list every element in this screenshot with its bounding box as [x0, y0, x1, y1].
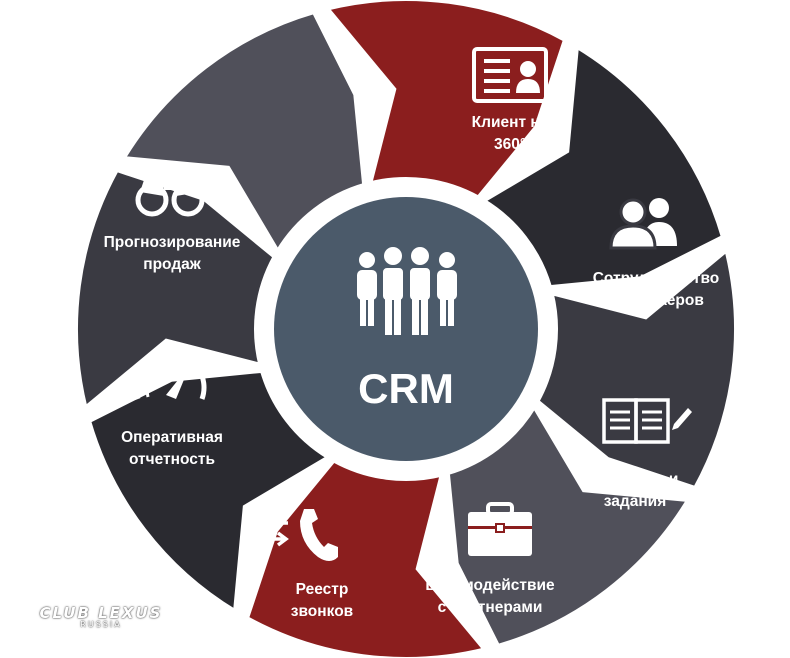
segment-label-line: продаж [143, 256, 202, 273]
segment-label: Прогнозирование продаж [104, 234, 241, 273]
center-title: CRM [358, 365, 454, 412]
segment-shape [74, 167, 278, 412]
segment-label-line: 360° [494, 136, 526, 153]
segment-label-line: Клиент на [472, 114, 549, 131]
segment-label-line: Реестр [296, 581, 349, 598]
speedometer-icon [133, 351, 207, 400]
watermark-sub: RUSSIA [80, 620, 122, 629]
segment-label-line: задания [604, 493, 667, 510]
center-hub: CRM [274, 197, 538, 461]
segment-3: Сотрудничество менеджеров [534, 198, 738, 491]
segment-label: Клиент на 360° [472, 114, 549, 153]
segment-label-line: с партнерами [438, 599, 543, 616]
segment-label-line: Сотрудничество [593, 270, 720, 287]
segment-label-line: звонков [291, 603, 353, 620]
segment-label-line: Прогнозирование [104, 234, 241, 251]
segment-label-line: Оперативная [121, 429, 223, 446]
segment-label: Взаимодействие с партнерами [425, 577, 555, 616]
binoculars-icon [135, 168, 205, 217]
segments-layer: УправлениезнаниямиКлиент на360°Сотруднич… [74, 0, 738, 658]
center-circle [274, 197, 538, 461]
managers-icon [609, 198, 677, 250]
segment-label: Контакты и задания [592, 471, 679, 510]
segment-shape [86, 368, 333, 615]
briefcase-icon [468, 502, 532, 556]
notebook-pen-icon [602, 398, 692, 444]
segment-label-line: отчетность [129, 451, 215, 468]
segment-label-line: Контакты и [592, 471, 679, 488]
segment-label-line: Взаимодействие [425, 577, 555, 594]
segment-label: Реестр звонков [291, 581, 353, 620]
segment-label: Оперативная отчетность [121, 429, 223, 468]
team-icon [357, 247, 457, 335]
segment-6: Реестр звонков [86, 368, 353, 620]
segment-label: Сотрудничество менеджеров [593, 270, 720, 309]
segment-7: Оперативная отчетность [74, 167, 278, 468]
segment-label-line: менеджеров [608, 292, 704, 309]
watermark-main: CLUB LEXUS [39, 604, 163, 622]
segment-shape [445, 402, 692, 649]
segment-shape [120, 9, 367, 256]
segment-8: Прогнозирование продаж [104, 9, 367, 273]
segment-4: Контакты и задания [445, 398, 692, 649]
segment-shape [534, 246, 738, 491]
id-card-icon [472, 47, 548, 103]
phone-calls-icon [265, 509, 338, 561]
watermark-logo: CLUB LEXUS RUSSIA [26, 604, 176, 629]
